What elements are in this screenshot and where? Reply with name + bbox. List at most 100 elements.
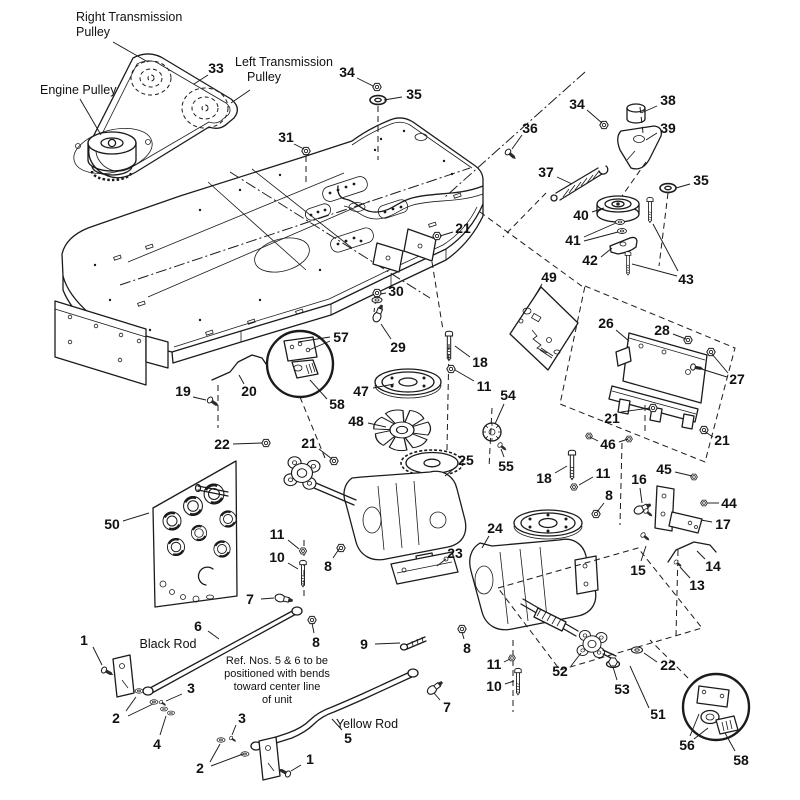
part-callout-11: 11 [269,526,285,542]
part-callout-58: 58 [329,396,345,412]
leader-line [694,366,728,378]
leader-line [374,642,401,645]
part-callout-55: 55 [498,458,514,474]
leader-line [583,231,619,242]
part-callout-8: 8 [605,487,613,503]
leader-line [309,379,328,400]
support-bracket-drawing [654,485,703,534]
left-transaxle-drawing [194,368,467,576]
leader-line [494,403,505,425]
part-callout-50: 50 [104,516,120,532]
leader-line [600,247,613,258]
leader-line [640,105,658,114]
part-callout-48: 48 [348,413,364,429]
part-callout-3: 3 [187,680,195,696]
leader-line [297,336,331,343]
idler-pulley-drawing [596,195,640,223]
leader-line [629,665,650,709]
part-callout-21: 21 [455,220,471,236]
leader-line [578,476,594,486]
part-callout-9: 9 [360,636,368,652]
part-callout-18: 18 [536,470,552,486]
part-callout-14: 14 [705,558,721,574]
leader-line [454,345,471,358]
part-callout-47: 47 [353,383,369,399]
rod-spacer-bolt-9 [405,636,427,650]
part-callout-1: 1 [80,632,88,648]
part-callout-45: 45 [656,461,672,477]
leader-line [639,487,643,504]
leader-line [79,98,102,136]
part-callout-21: 21 [714,432,730,448]
leader-line [331,718,343,731]
leader-line [461,631,465,640]
leader-line [591,207,605,213]
leader-line [511,134,523,150]
leader-line [583,222,617,238]
part-callout-23: 23 [447,545,463,561]
right-transaxle-drawing [469,509,621,669]
part-callout-33: 33 [208,60,224,76]
leader-line [436,558,447,567]
transaxle-pulley-drawing [374,368,442,399]
part-callout-35: 35 [693,172,709,188]
part-callout-38: 38 [660,92,676,108]
leader-line [193,74,209,85]
leader-line [556,176,573,185]
leader-line [209,743,221,763]
leader-line [165,693,183,702]
part-callout-34: 34 [569,96,585,112]
black-rod-drawing [112,606,303,698]
part-callout-30: 30 [388,283,404,299]
part-callout-22: 22 [214,436,230,452]
leader-line [674,471,693,477]
leader-line [620,407,651,413]
part-callout-16: 16 [631,471,647,487]
leader-line [711,353,729,374]
leader-line [454,369,475,382]
part-callout-18: 18 [472,354,488,370]
leader-line [503,658,511,663]
leader-line [372,383,395,389]
part-callout-11: 11 [595,465,611,481]
part-callout-57: 57 [333,329,349,345]
tension-spring-drawing [550,165,609,202]
leader-line [500,448,505,458]
part-callout-8: 8 [312,634,320,650]
part-callout-58: 58 [733,752,749,768]
label-engine-pulley: Engine Pulley [40,83,117,97]
part-callout-22: 22 [660,657,676,673]
bearing-kit-box-drawing [152,460,238,608]
part-callout-39: 39 [660,120,676,136]
part-callout-40: 40 [573,207,589,223]
part-callout-28: 28 [654,322,670,338]
leader-line [631,263,678,277]
leader-line [380,323,392,340]
label-black-rod: Black Rod [139,637,197,651]
leader-line [700,519,713,523]
leader-line [554,465,568,474]
leader-line [596,502,605,513]
leader-line [589,436,599,442]
transaxle-pulley-right-drawing [513,509,583,540]
leader-line [481,535,490,549]
part-callout-26: 26 [598,315,614,331]
mounting-bracket-drawing [608,332,708,430]
leader-line [504,680,515,685]
part-callout-6: 6 [194,618,202,634]
leader-line [444,466,457,477]
part-callout-4: 4 [153,736,161,752]
part-callout-3: 3 [238,710,246,726]
part-callout-7: 7 [443,699,451,715]
leader-line [127,703,154,717]
leader-line [724,732,736,752]
latch-rod-drawing [211,354,267,381]
leader-line [232,442,263,445]
leader-line [356,77,374,87]
idler-spacer-bracket-drawing [609,236,638,255]
leader-line [122,512,150,522]
